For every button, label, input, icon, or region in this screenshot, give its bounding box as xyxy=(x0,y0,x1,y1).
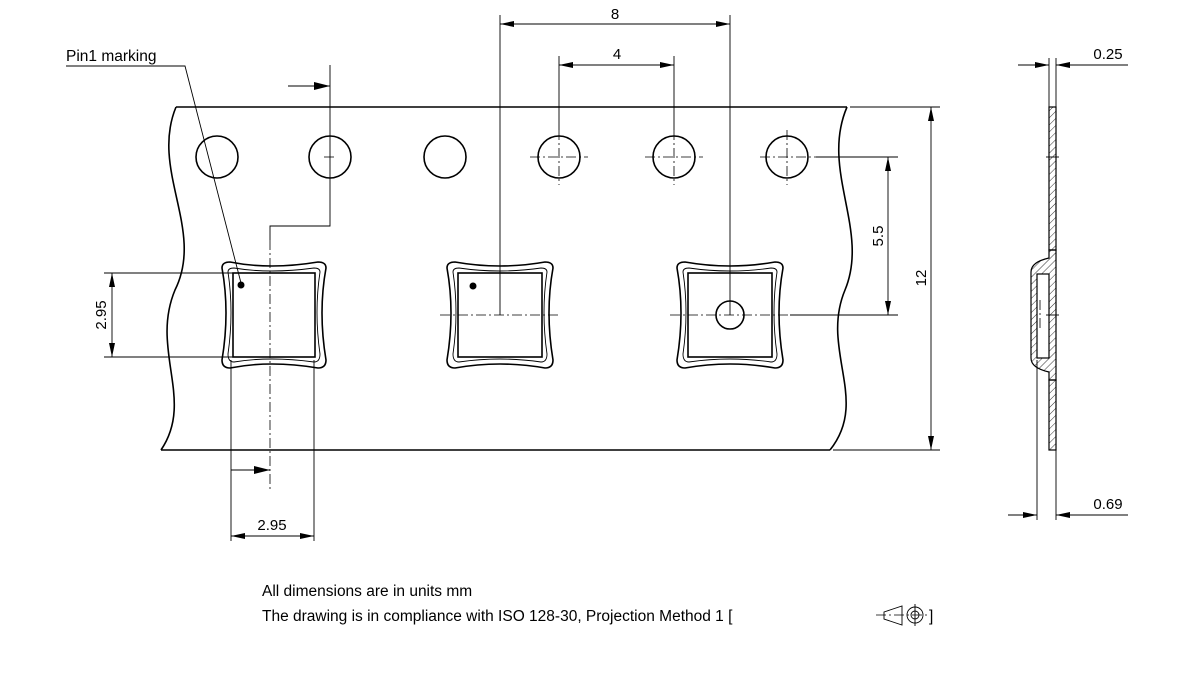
svg-text:]: ] xyxy=(929,608,933,625)
pin1-dot xyxy=(469,282,477,290)
standard-note: The drawing is in compliance with ISO 12… xyxy=(262,608,733,625)
pin1-marking-callout: Pin1 marking xyxy=(66,48,242,284)
pocket-2 xyxy=(440,261,560,369)
carrier-tape-outline xyxy=(160,106,854,451)
dim-2-95-vertical-label: 2.95 xyxy=(93,300,110,329)
dim-2-95-horizontal-label: 2.95 xyxy=(257,517,286,534)
units-note: All dimensions are in units mm xyxy=(262,583,472,600)
offset-marker-top xyxy=(269,65,331,240)
dimension-pocket-width: 2.95 xyxy=(230,360,315,541)
dim-8-label: 8 xyxy=(611,6,619,23)
dim-0-69-label: 0.69 xyxy=(1093,496,1122,513)
pin1-dot xyxy=(237,281,245,289)
dimension-width-12: 12 xyxy=(833,106,940,451)
sprocket-holes xyxy=(195,130,816,185)
dimension-offset-5-5: 5.5 xyxy=(790,156,898,316)
drawing-notes: All dimensions are in units mm The drawi… xyxy=(262,583,933,626)
dim-5-5-label: 5.5 xyxy=(870,226,887,247)
pocket-1 xyxy=(221,261,327,369)
dim-0-25-label: 0.25 xyxy=(1093,46,1122,63)
dimension-pitch-8: 8 xyxy=(499,6,731,315)
sprocket-hole xyxy=(423,135,467,179)
dim-4-label: 4 xyxy=(613,46,621,63)
pin1-marking-label: Pin1 marking xyxy=(66,48,156,65)
dimension-pitch-4: 4 xyxy=(558,46,675,130)
dim-12-label: 12 xyxy=(913,270,930,287)
side-view: 0.25 0.69 xyxy=(1008,46,1128,520)
sprocket-hole xyxy=(195,135,239,179)
dimension-pocket-height: 2.95 xyxy=(93,272,233,358)
projection-method-symbol: ] xyxy=(876,604,933,626)
